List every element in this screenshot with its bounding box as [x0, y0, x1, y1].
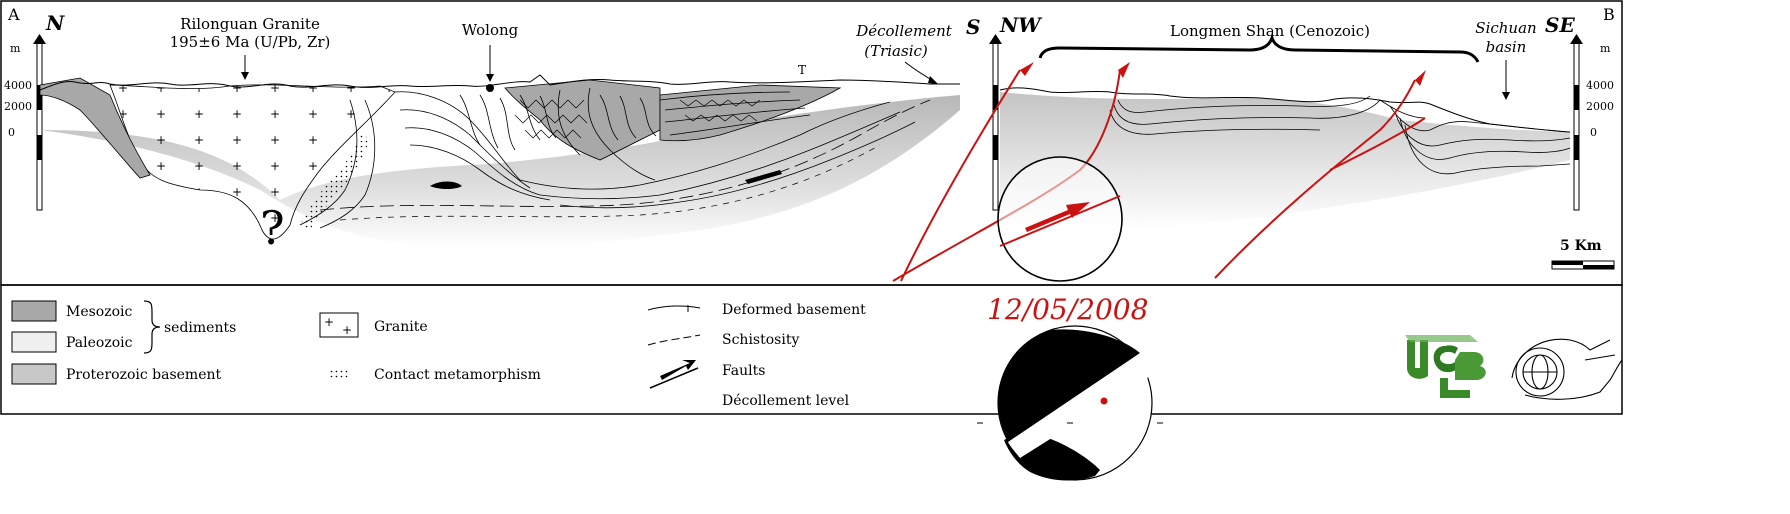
swatch-granite: + +	[319, 312, 359, 338]
legend-sediments: sediments	[164, 320, 236, 336]
axis-tick-0-a: 0	[8, 126, 15, 139]
axis-tick-2000-b: 2000	[1586, 100, 1614, 113]
proterozoic-basement-a	[40, 95, 960, 248]
legend-mesozoic: Mesozoic	[66, 304, 133, 320]
fault-zoom-circle	[997, 156, 1123, 282]
ucl-logo	[1405, 335, 1486, 398]
axis-unit-a: m	[10, 42, 21, 55]
legend-decollement-level: Décollement level	[722, 393, 850, 409]
decollement-label: Décollement	[855, 22, 953, 40]
fault-arrows-b	[1020, 62, 1426, 86]
granite-arrow-icon	[241, 55, 249, 80]
axis-tick-4000-a: 4000	[4, 79, 32, 92]
legend-granite: Granite	[374, 319, 428, 335]
folded-layers-b	[1109, 95, 1571, 174]
decollement-lens-2	[745, 170, 782, 184]
topography-b	[999, 87, 1571, 133]
schistosity-lines-a	[339, 144, 881, 221]
decollement-lens-1	[430, 181, 462, 189]
topography-a	[39, 74, 960, 91]
wolong-label: Wolong	[462, 21, 519, 39]
granite-body	[109, 84, 396, 240]
legend-deformed-basement: Deformed basement	[722, 302, 866, 318]
swatch-schistosity	[647, 334, 701, 346]
event-date: 12/05/2008	[987, 293, 1148, 326]
legend-paleozoic: Paleozoic	[66, 335, 133, 351]
globe-logo	[1511, 338, 1623, 400]
axis-b-right	[1570, 34, 1583, 211]
scale-bar-icon	[1551, 260, 1615, 270]
longmen-label: Longmen Shan (Cenozoic)	[1170, 22, 1370, 40]
t-mark: T	[798, 63, 806, 77]
axis-tick-4000-b: 4000	[1586, 79, 1614, 92]
legend-proterozoic: Proterozoic basement	[66, 367, 222, 383]
decollement-age-label: (Triasic)	[864, 42, 928, 60]
decollement-arrow-icon	[904, 61, 938, 84]
wolong-dot	[486, 84, 494, 92]
axis-tick-2000-a: 2000	[4, 100, 32, 113]
swatch-faults	[649, 360, 699, 389]
section-a: A N m 4000 2000 0	[4, 5, 980, 255]
north-label: N	[45, 11, 65, 35]
longmen-brace	[1038, 33, 1480, 63]
se-label: SE	[1545, 13, 1575, 37]
legend-faults: Faults	[722, 363, 765, 379]
mesozoic-body-a	[504, 79, 661, 161]
fold-zigzag-a	[514, 99, 761, 139]
corner-label-b: B	[1603, 5, 1615, 24]
basement-b	[1000, 92, 1570, 230]
swatch-proterozoic	[11, 363, 57, 385]
swatch-deformed-basement	[647, 305, 701, 312]
basin-arrow-icon	[1502, 60, 1510, 100]
swatch-paleozoic	[11, 331, 57, 353]
svg-text:+: +	[324, 315, 334, 329]
question-mark: ?	[260, 201, 285, 255]
south-label: S	[966, 15, 980, 39]
scale-label: 5 Km	[1560, 238, 1602, 254]
svg-text:+: +	[342, 323, 352, 337]
corner-label-a: A	[7, 5, 20, 24]
nw-label: NW	[999, 13, 1043, 37]
contact-metamorphism-zone	[300, 135, 370, 230]
axis-unit-b: m	[1600, 42, 1611, 55]
legend-schistosity: Schistosity	[722, 332, 799, 348]
axis-b-left	[989, 34, 1002, 211]
legend-contact: Contact metamorphism	[374, 367, 541, 383]
north-arrow-icon	[33, 34, 46, 211]
beachball-icon	[977, 325, 1163, 481]
legend: Mesozoic Paleozoic sediments Proterozoic…	[11, 293, 1623, 481]
deformed-basement-lines-a	[319, 99, 931, 211]
basin-label-2: basin	[1486, 38, 1527, 56]
basin-label-1: Sichuan	[1475, 19, 1536, 37]
mesozoic-left-strip	[39, 77, 151, 179]
folded-layers-a	[299, 87, 916, 229]
wolong-arrow-icon	[486, 45, 494, 82]
granite-age-label: 195±6 Ma (U/Pb, Zr)	[170, 33, 331, 51]
sediments-brace-icon	[143, 300, 161, 354]
granite-name-label: Rilonguan Granite	[180, 15, 320, 33]
swatch-mesozoic	[11, 300, 57, 322]
legend-panel-frame	[0, 284, 1623, 415]
axis-tick-0-b: 0	[1590, 126, 1597, 139]
swatch-contact	[328, 368, 350, 380]
section-b: NW SE B m 4000 2000 0 Longmen Shan (Ceno…	[892, 5, 1615, 282]
